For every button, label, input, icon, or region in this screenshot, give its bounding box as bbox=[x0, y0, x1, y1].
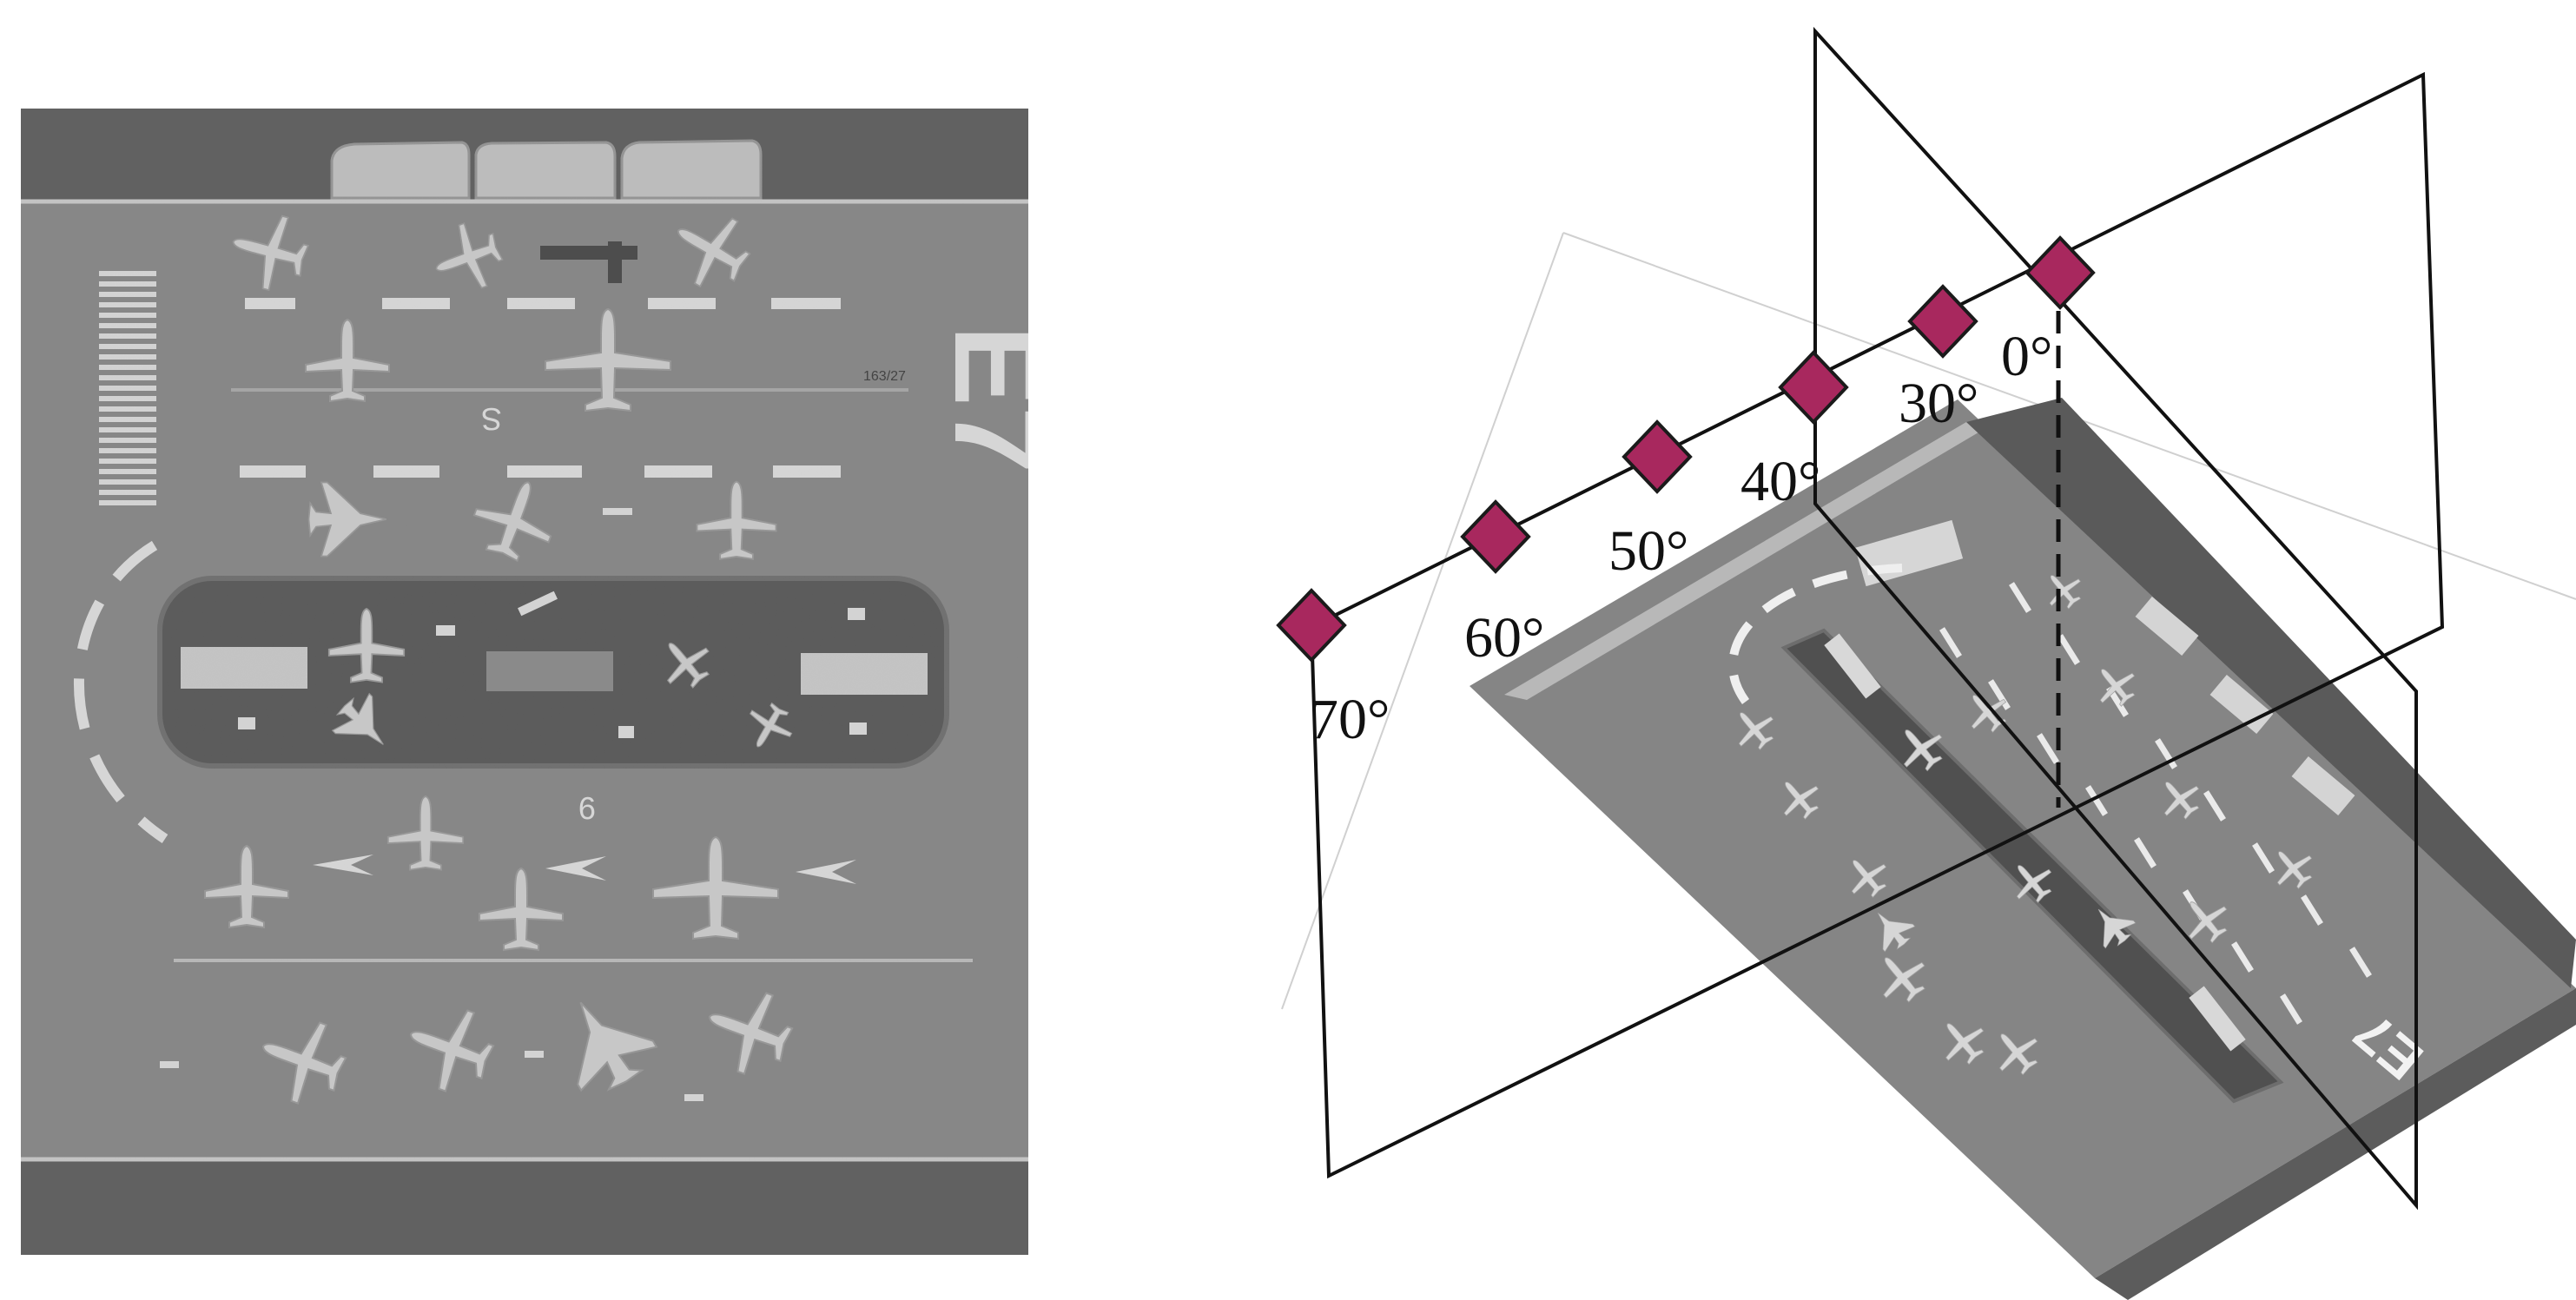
angle-label-40: 40° bbox=[1740, 450, 1820, 513]
camera-marker-60 bbox=[1460, 499, 1531, 574]
camera-marker-50 bbox=[1622, 419, 1693, 494]
camera-marker-0 bbox=[2024, 235, 2096, 310]
angle-label-60: 60° bbox=[1464, 606, 1544, 670]
camera-marker-70 bbox=[1276, 588, 1347, 663]
angle-label-70: 70° bbox=[1310, 688, 1390, 751]
camera-markers bbox=[1276, 235, 2096, 663]
angle-label-50: 50° bbox=[1608, 519, 1688, 583]
camera-marker-30 bbox=[1907, 284, 1978, 359]
oblique-view-diagram: E7 0° 30° 40° 50° 60° 70° bbox=[1276, 26, 2576, 1300]
camera-marker-40 bbox=[1778, 350, 1849, 425]
oblique-airfield-photo: E7 bbox=[1470, 398, 2576, 1300]
vertical-reference-plane bbox=[1813, 26, 2418, 1211]
top-down-airfield-photo: E7 S 9 163/27 bbox=[21, 109, 1028, 1255]
angle-label-30: 30° bbox=[1899, 372, 1978, 435]
angle-label-0: 0° bbox=[2001, 325, 2052, 388]
